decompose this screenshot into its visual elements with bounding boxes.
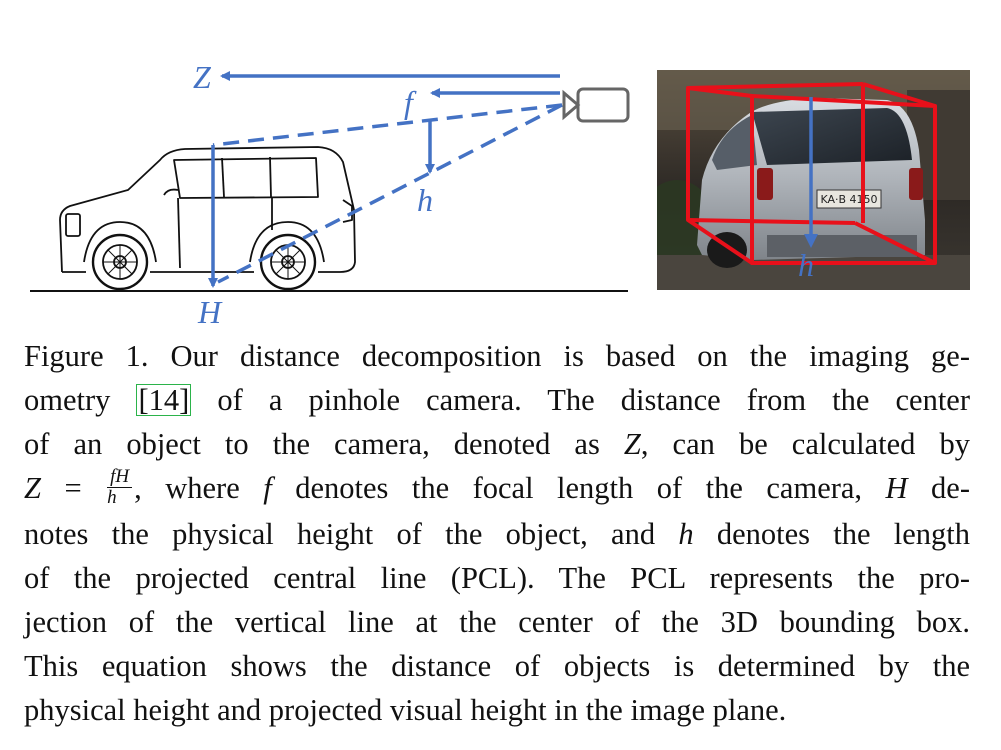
caption-line-5: notes the physical height of the object,… [24, 512, 970, 556]
caption-text: , where [134, 471, 264, 505]
upper-ray [212, 103, 563, 147]
caption-text: de- [907, 471, 971, 505]
caption-text: of the projected central line (PCL). The… [24, 560, 970, 595]
caption-text: of a pinhole camera. The distance from t… [191, 383, 970, 417]
lower-ray [217, 103, 563, 284]
figure-caption: Figure 1. Our distance decomposition is … [24, 334, 970, 732]
math-operator: = [40, 471, 106, 505]
license-plate: KA·B 4150 [820, 193, 877, 206]
caption-line-6: of the projected central line (PCL). The… [24, 556, 970, 600]
car-sketch [59, 146, 356, 291]
label-physical-height: H [197, 294, 223, 330]
math-var: Z [24, 471, 41, 505]
car-photo: KA·B 4150 h [657, 70, 970, 290]
math-var: Z [623, 427, 641, 461]
caption-text: denotes the length [693, 516, 970, 551]
caption-line-7: jection of the vertical line at the cent… [24, 600, 970, 644]
math-var: h [678, 516, 694, 551]
label-f: f [404, 84, 417, 120]
math-var: f [263, 471, 272, 505]
caption-text: of an object to the camera, denoted as [24, 427, 624, 461]
label-z: Z [193, 59, 212, 95]
caption-text: Figure 1. Our distance decomposition is … [24, 339, 970, 373]
caption-line-1: Figure 1. Our distance decomposition is … [24, 334, 970, 378]
3d-bounding-box [686, 82, 937, 265]
caption-text: denotes the focal length of the camera, [271, 471, 886, 505]
caption-line-9: physical height and projected visual hei… [24, 688, 970, 732]
label-h-diagram: h [417, 182, 433, 218]
fraction-numerator: fH [107, 466, 133, 488]
caption-text: , can be calculated by [640, 427, 970, 461]
citation-link[interactable]: [14] [136, 383, 192, 417]
caption-text: physical height and projected visual hei… [24, 692, 787, 727]
caption-line-8: This equation shows the distance of obje… [24, 644, 970, 688]
caption-text: This equation shows the distance of obje… [24, 648, 970, 683]
math-var: H [885, 471, 908, 505]
pinhole-diagram: Z f h H [30, 59, 630, 330]
caption-line-2: ometry [14] of a pinhole camera. The dis… [24, 378, 970, 422]
caption-text: notes the physical height of the object,… [24, 516, 679, 551]
car-photo-render: KA·B 4150 h [657, 70, 970, 290]
figure-1: Z f h H [0, 0, 1001, 335]
camera-icon [562, 87, 630, 123]
label-h-photo: h [798, 247, 814, 283]
fraction-denominator: h [107, 486, 117, 508]
caption-text: jection of the vertical line at the cent… [24, 604, 970, 639]
caption-line-3: of an object to the camera, denoted as Z… [24, 422, 970, 466]
caption-text: ometry [24, 383, 137, 417]
